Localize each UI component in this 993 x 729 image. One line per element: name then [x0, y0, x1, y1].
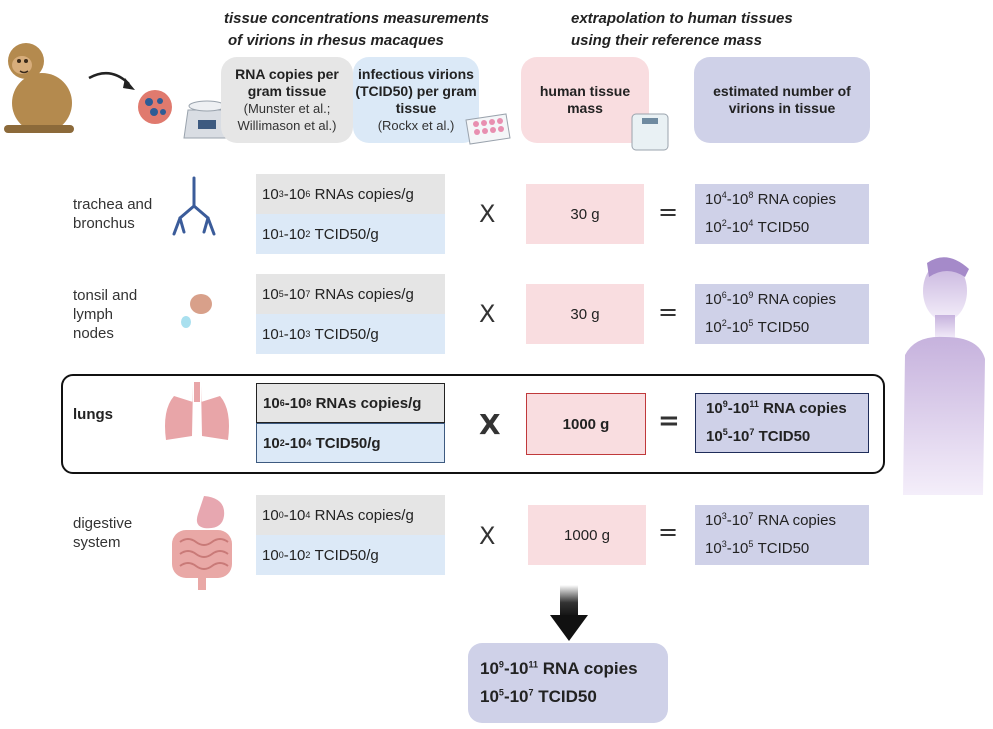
row1-equals: =: [658, 198, 679, 226]
row4-result: 103-107 RNA copies 103-105 TCID50: [695, 505, 869, 565]
mass-header-box: human tissue mass: [521, 57, 649, 143]
row1-label-line1: trachea and: [73, 196, 153, 213]
row4-result-rna: 103-107 RNA copies: [705, 511, 836, 530]
estimate-header-box: estimated number of virions in tissue: [694, 57, 870, 143]
row2-result-tcid: 102-105 TCID50: [705, 318, 810, 337]
down-arrow-icon: [550, 585, 588, 641]
left-title-line2: of virions in rhesus macaques: [228, 32, 444, 49]
row2-label-line1: tonsil and: [73, 287, 138, 304]
row4-mass: 1000 g: [528, 505, 646, 565]
lymph-node-icon: [181, 294, 212, 328]
row1-times: X: [479, 200, 496, 228]
row2-mass: 30 g: [526, 284, 644, 344]
estimate-header-title: estimated number of virions in tissue: [713, 83, 851, 116]
row3-equals: =: [658, 406, 680, 436]
tcid-header-title: infectious virions (TCID50) per gram tis…: [355, 66, 477, 116]
bathroom-scale-icon: [631, 113, 669, 151]
row2-times: X: [479, 300, 496, 328]
final-result-tcid: 105-107 TCID50: [480, 687, 597, 706]
left-title-line1: tissue concentrations measurements: [224, 10, 490, 27]
row4-equals: =: [658, 518, 679, 546]
curved-arrow-icon: [88, 71, 135, 90]
lungs-icon: [165, 382, 229, 440]
row2-result-rna: 106-109 RNA copies: [705, 290, 836, 309]
row1-result: 104-108 RNA copies 102-104 TCID50: [695, 184, 869, 244]
row2-result: 106-109 RNA copies 102-105 TCID50: [695, 284, 869, 344]
right-title-line2: using their reference mass: [571, 32, 762, 49]
rna-header-title: RNA copies per gram tissue: [235, 66, 339, 99]
row2-label: tonsil and lymph nodes: [73, 286, 137, 343]
row3-result-tcid: 105-107 TCID50: [706, 427, 811, 446]
row2-equals: =: [658, 298, 679, 326]
row3-label: lungs: [73, 406, 113, 423]
row3-result: 109-1011 RNA copies 105-107 TCID50: [695, 393, 869, 453]
row4-result-tcid: 103-105 TCID50: [705, 539, 810, 558]
row1-label: trachea and bronchus: [73, 195, 152, 233]
lab-scale-icon: [183, 100, 231, 139]
row4-label-line1: digestive: [73, 515, 133, 532]
row3-mass: 1000 g: [526, 393, 646, 455]
lungs-highlight-frame: [61, 374, 885, 474]
tcid-header-cite: (Rockx et al.): [377, 118, 455, 133]
row1-result-tcid: 102-104 TCID50: [705, 218, 810, 237]
well-plate-icon: [465, 113, 511, 145]
row2-label-line2: lymph: [73, 306, 114, 323]
row2-label-line3: nodes: [73, 325, 114, 342]
row3-result-rna: 109-1011 RNA copies: [706, 399, 847, 418]
row4-times: X: [479, 522, 496, 550]
row3-times: X: [479, 408, 501, 441]
tcid-header-box: infectious virions (TCID50) per gram tis…: [353, 57, 479, 143]
tissue-sample-icon: [138, 90, 172, 124]
human-figure-icon: [903, 257, 985, 495]
trachea-icon: [172, 176, 216, 236]
row1-label-line2: bronchus: [73, 215, 135, 232]
row4-label-line2: system: [73, 534, 121, 551]
rna-header-cite: (Munster et al.; Willimason et al.): [237, 101, 337, 133]
row1-result-rna: 104-108 RNA copies: [705, 190, 836, 209]
row4-label: digestive system: [73, 514, 132, 552]
intestines-icon: [172, 496, 232, 590]
final-result-box: 109-1011 RNA copies 105-107 TCID50: [468, 643, 668, 723]
final-result-rna: 109-1011 RNA copies: [480, 659, 638, 678]
right-title-line1: extrapolation to human tissues: [571, 10, 793, 27]
monkey-icon: [4, 43, 74, 133]
mass-header-title: human tissue mass: [539, 83, 631, 116]
rna-header-box: RNA copies per gram tissue (Munster et a…: [221, 57, 353, 143]
row1-mass: 30 g: [526, 184, 644, 244]
